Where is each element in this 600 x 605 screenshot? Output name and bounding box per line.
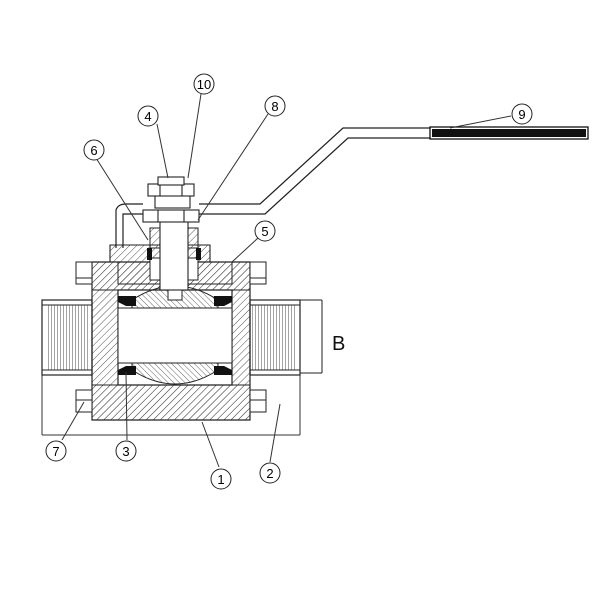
dimension-b (300, 299, 323, 374)
svg-text:9: 9 (518, 107, 525, 122)
leader-lines (61, 93, 512, 468)
dimension-b-label: B (332, 333, 345, 355)
svg-text:3: 3 (122, 444, 129, 459)
callout-7: 7 (45, 440, 67, 462)
callout-2: 2 (259, 462, 281, 484)
stem-nuts (142, 176, 200, 223)
callout-1: 1 (210, 468, 232, 490)
handle (115, 126, 589, 248)
ball (131, 285, 219, 385)
svg-text:8: 8 (271, 99, 278, 114)
svg-text:7: 7 (52, 444, 59, 459)
outline-frame (41, 375, 301, 436)
svg-text:1: 1 (217, 472, 224, 487)
bonnet (109, 217, 233, 291)
callout-9: 9 (511, 103, 533, 125)
right-end-connector (249, 299, 301, 376)
callout-6: 6 (83, 139, 105, 161)
svg-text:5: 5 (261, 224, 268, 239)
callout-5: 5 (254, 220, 276, 242)
seats (118, 296, 232, 375)
left-end-connector (41, 299, 93, 376)
svg-text:10: 10 (197, 77, 211, 92)
callout-3: 3 (115, 440, 137, 462)
callout-4: 4 (137, 105, 159, 127)
callout-8: 8 (264, 95, 286, 117)
svg-text:2: 2 (266, 466, 273, 481)
svg-text:6: 6 (90, 143, 97, 158)
callout-10: 10 (193, 73, 215, 95)
svg-text:4: 4 (144, 109, 151, 124)
